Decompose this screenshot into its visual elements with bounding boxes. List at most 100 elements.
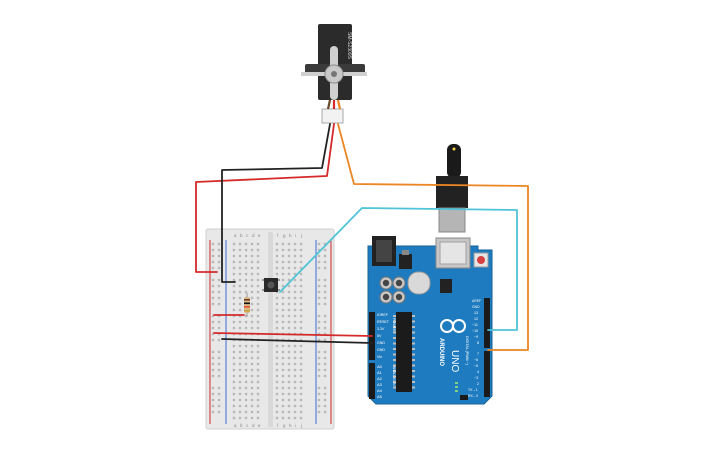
breadboard-hole: [238, 266, 242, 270]
power-pin-labels: IOREF RESET 3.3V 5V GND GND Vin: [377, 313, 390, 359]
chip-pin: [393, 337, 396, 339]
breadboard-hole: [317, 338, 321, 342]
chip-pin: [412, 348, 415, 350]
servo-shaft-screw: [331, 71, 337, 77]
usb-cable-plug-metal: [438, 207, 466, 233]
arduino-uno[interactable]: ARDUINO UNO IOREF RESET 3.3V 5V GND GND …: [367, 236, 493, 405]
breadboard-hole: [250, 404, 254, 408]
breadboard-hole: [281, 326, 285, 330]
breadboard-hole: [275, 248, 279, 252]
breadboard-hole: [299, 404, 303, 408]
breadboard-hole: [299, 302, 303, 306]
breadboard-hole: [317, 248, 321, 252]
breadboard-hole: [250, 320, 254, 324]
breadboard-hole: [293, 302, 297, 306]
breadboard-hole: [323, 248, 327, 252]
breadboard-hole: [217, 278, 221, 282]
breadboard-hole: [275, 380, 279, 384]
breadboard-hole: [287, 368, 291, 372]
breadboard-hole: [287, 266, 291, 270]
breadboard-hole: [293, 278, 297, 282]
resistor-body: [244, 297, 250, 313]
breadboard-hole: [293, 386, 297, 390]
analog-pin-a0: A0: [377, 364, 383, 369]
breadboard-hole: [275, 302, 279, 306]
breadboard-hole: [281, 248, 285, 252]
led-rx: [455, 386, 458, 388]
breadboard-hole: [217, 242, 221, 246]
breadboard-hole: [211, 392, 215, 396]
breadboard[interactable]: a b c d e f g h i j a b c d e f g h i j: [205, 228, 335, 430]
capacitor-3-top: [382, 293, 390, 301]
wire-black-servo-ground[interactable]: [221, 123, 331, 283]
breadboard-hole: [317, 260, 321, 264]
resistor[interactable]: [244, 293, 250, 317]
reset-button-cap[interactable]: [477, 256, 485, 264]
breadboard-hole: [256, 254, 260, 258]
breadboard-hole: [217, 260, 221, 264]
servo-connector[interactable]: [321, 108, 344, 124]
usb-cable[interactable]: [436, 144, 468, 233]
arduino-model-label: UNO: [449, 350, 460, 372]
push-button[interactable]: [262, 278, 280, 292]
breadboard-hole: [323, 326, 327, 330]
breadboard-hole: [287, 416, 291, 420]
breadboard-hole: [275, 356, 279, 360]
breadboard-hole: [238, 296, 242, 300]
breadboard-hole: [238, 308, 242, 312]
breadboard-hole: [256, 392, 260, 396]
breadboard-hole: [244, 284, 248, 288]
wires[interactable]: [195, 123, 529, 351]
breadboard-hole: [250, 242, 254, 246]
breadboard-hole: [217, 290, 221, 294]
breadboard-hole: [281, 392, 285, 396]
servo-motor[interactable]: SM-S2309S: [301, 24, 367, 124]
analog-pin-labels: A0 A1 A2 A3 A4 A5: [377, 364, 383, 399]
breadboard-hole: [217, 320, 221, 324]
breadboard-hole: [238, 290, 242, 294]
breadboard-hole: [293, 416, 297, 420]
digital-pin-7: 7: [477, 352, 479, 356]
digital-pin-8: 8: [477, 341, 479, 345]
breadboard-hole: [256, 242, 260, 246]
breadboard-hole: [256, 266, 260, 270]
breadboard-hole: [287, 392, 291, 396]
breadboard-hole: [323, 410, 327, 414]
column-letter-b-bottom: b: [240, 423, 243, 428]
breadboard-hole: [299, 410, 303, 414]
breadboard-hole: [287, 320, 291, 324]
breadboard-hole: [217, 326, 221, 330]
breadboard-holes: [211, 242, 327, 420]
wire-black-gnd[interactable]: [221, 338, 373, 344]
chip-pin: [393, 364, 396, 367]
column-letter-h: h: [289, 233, 292, 238]
breadboard-hole: [287, 350, 291, 354]
push-button-leg-4: [278, 289, 280, 291]
breadboard-hole: [323, 320, 327, 324]
breadboard-hole: [256, 302, 260, 306]
breadboard-hole: [232, 356, 236, 360]
digital-pin-5: ~5: [474, 364, 478, 368]
breadboard-hole: [250, 350, 254, 354]
digital-pin-13: 13: [474, 311, 478, 315]
usb-cable-strain-relief: [447, 144, 461, 178]
push-button-cap[interactable]: [267, 281, 275, 289]
wire-red-servo-power[interactable]: [195, 123, 335, 273]
breadboard-hole: [293, 404, 297, 408]
breadboard-hole: [281, 356, 285, 360]
breadboard-hole: [281, 374, 285, 378]
breadboard-hole: [244, 356, 248, 360]
breadboard-hole: [299, 374, 303, 378]
wire-cyan-button-signal[interactable]: [279, 207, 518, 331]
wire-red-5v[interactable]: [213, 332, 373, 337]
breadboard-hole: [211, 248, 215, 252]
column-letter-d-bottom: d: [252, 423, 255, 428]
breadboard-hole: [281, 242, 285, 246]
breadboard-hole: [281, 320, 285, 324]
breadboard-hole: [281, 266, 285, 270]
breadboard-hole: [238, 404, 242, 408]
breadboard-hole: [275, 326, 279, 330]
breadboard-hole: [281, 296, 285, 300]
breadboard-hole: [232, 368, 236, 372]
wire-orange-servo-signal[interactable]: [337, 123, 529, 351]
